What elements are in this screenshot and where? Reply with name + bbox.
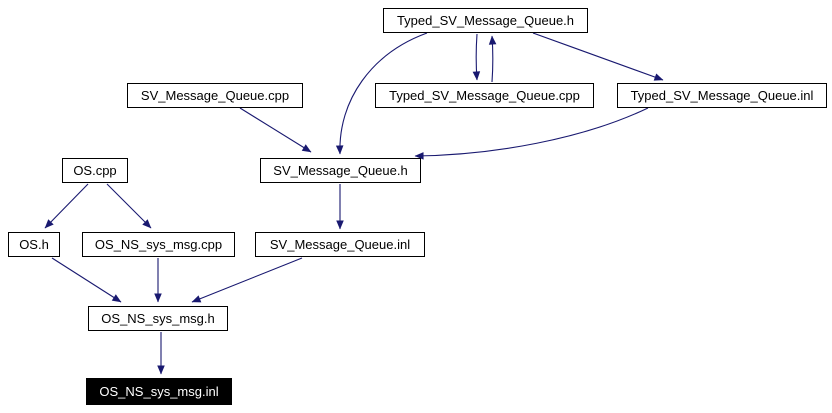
edge-oscpp-to-osh [44, 183, 89, 229]
edge-typedcpp-to-typedh [488, 35, 497, 83]
edge-osh-to-osnsh [51, 257, 122, 303]
edge-typedh-to-typedcpp [472, 33, 481, 81]
node-typed-sv-message-queue-inl[interactable]: Typed_SV_Message_Queue.inl [617, 83, 827, 108]
node-sv-message-queue-inl[interactable]: SV_Message_Queue.inl [255, 232, 425, 257]
edge-typedh-to-svmqh [335, 32, 428, 155]
node-os-ns-sys-msg-cpp[interactable]: OS_NS_sys_msg.cpp [82, 232, 235, 257]
node-os-cpp[interactable]: OS.cpp [62, 158, 128, 183]
node-sv-message-queue-cpp[interactable]: SV_Message_Queue.cpp [127, 83, 303, 108]
edge-typedh-to-typedinl [532, 32, 664, 81]
edge-svmqinl-to-osnsh [191, 257, 303, 303]
node-typed-sv-message-queue-h[interactable]: Typed_SV_Message_Queue.h [383, 8, 588, 33]
node-typed-sv-message-queue-cpp[interactable]: Typed_SV_Message_Queue.cpp [375, 83, 594, 108]
node-os-ns-sys-msg-inl-current: OS_NS_sys_msg.inl [86, 378, 232, 405]
edge-typedinl-to-svmqh [414, 107, 649, 160]
node-sv-message-queue-h[interactable]: SV_Message_Queue.h [260, 158, 421, 183]
edge-oscpp-to-osnscpp [106, 183, 152, 229]
node-os-h[interactable]: OS.h [8, 232, 60, 257]
edge-svmqcpp-to-svmqh [239, 107, 312, 153]
node-os-ns-sys-msg-h[interactable]: OS_NS_sys_msg.h [88, 306, 228, 331]
